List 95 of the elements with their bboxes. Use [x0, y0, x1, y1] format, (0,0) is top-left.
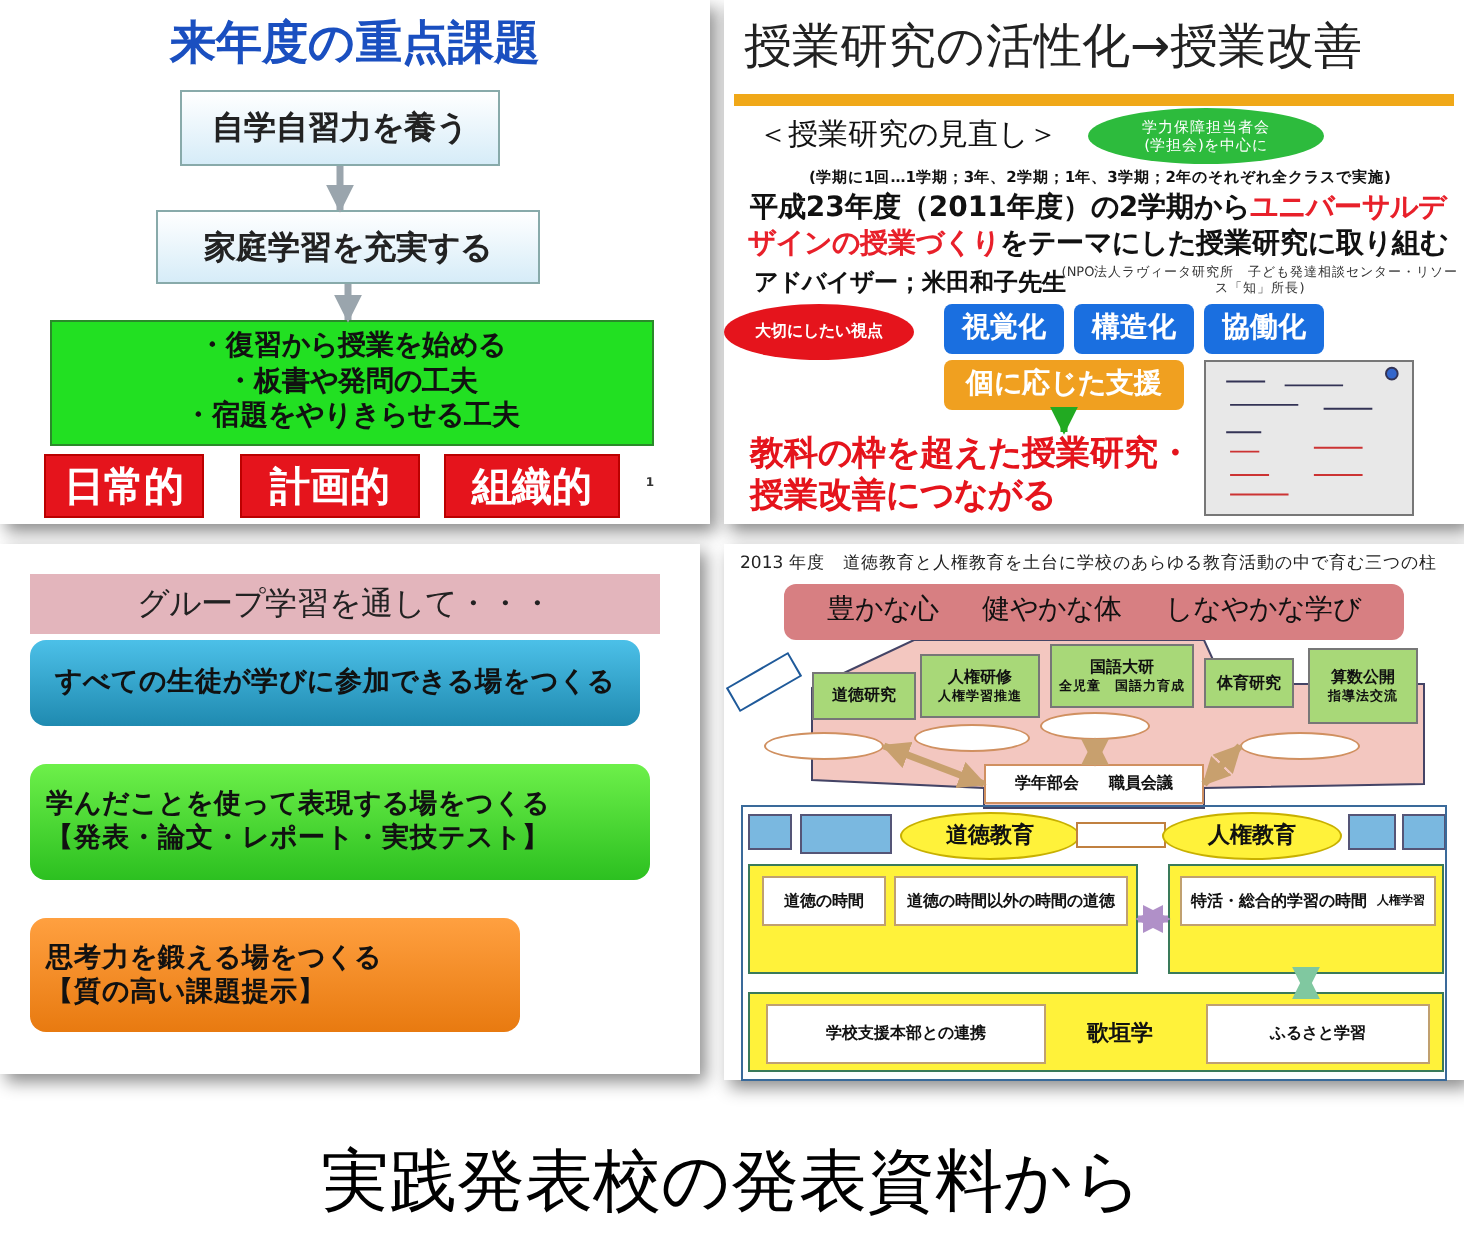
- slide-panel: [0, 0, 710, 524]
- box-text: 思考力を鍛える場をつくる: [46, 941, 382, 975]
- box-text: 構造化: [1092, 311, 1176, 347]
- slide-title: 2013 年度 道徳教育と人権教育を土台に学校のあらゆる教育活動の中で育む三つの柱: [740, 554, 1439, 576]
- keyword-box: [44, 454, 204, 518]
- box-text: ふるさと学習: [1270, 1024, 1366, 1044]
- box-text: 道徳研究: [832, 686, 896, 706]
- keyword-box: [240, 454, 420, 518]
- panel: [1168, 864, 1444, 974]
- note-text: 平成23年度（2011年度）の2学期からユニバーサルデザインの授業づくりをテーマにした授業研究に取り組む: [746, 190, 1450, 263]
- box-text: しなやかな学び: [1165, 594, 1361, 630]
- ellipse: [900, 812, 1080, 860]
- box-text: 健やかな体: [982, 594, 1122, 630]
- heading-band: [784, 584, 1404, 640]
- box-text: 【質の高い課題提示】: [46, 975, 326, 1009]
- whiteboard-photo: [1204, 360, 1414, 516]
- panel: [748, 992, 1444, 1072]
- note-ellipse: [724, 304, 914, 360]
- box-text: 人権教育: [1208, 822, 1296, 850]
- box-text: 大切にしたい視点: [755, 322, 883, 342]
- box: [766, 1004, 1046, 1064]
- arrow: [326, 166, 354, 213]
- box: [1180, 876, 1436, 926]
- box: [1050, 644, 1194, 708]
- box: [1348, 814, 1396, 850]
- ellipse: [1162, 812, 1342, 860]
- arrow: [1050, 406, 1078, 435]
- goal-box: [30, 640, 640, 726]
- box-text: 日常的: [64, 461, 184, 511]
- slide-panel: [0, 544, 700, 1074]
- box-text: 国語大研: [1090, 657, 1154, 678]
- box-text: すべての生徒が学びに参加できる場をつくる: [55, 666, 615, 700]
- heading-band: [30, 574, 660, 634]
- list-box: [50, 320, 654, 446]
- box: [920, 654, 1040, 718]
- box-text: 体育研究: [1217, 673, 1281, 693]
- box: [1206, 1004, 1430, 1064]
- slide-title: 授業研究の活性化→授業改善: [744, 16, 1365, 76]
- box-text: 道徳教育: [946, 822, 1034, 850]
- goal-box: [30, 764, 650, 880]
- box-text: ・宿題をやりきらせる工夫: [184, 400, 520, 436]
- arrow: [881, 741, 987, 789]
- box-text: 学校支援本部との連携: [826, 1024, 986, 1044]
- box-text: 家庭学習を充実する: [204, 227, 492, 267]
- box: [762, 876, 886, 926]
- box-text: グループ学習を通して・・・: [137, 584, 553, 624]
- box-text: 算数公開: [1331, 667, 1395, 688]
- keyword-box: [444, 454, 620, 518]
- box: [894, 876, 1128, 926]
- box-text: 道徳の時間以外の時間の道徳: [907, 891, 1115, 911]
- box-text: 豊かな心: [827, 594, 939, 630]
- slide-title: 来年度の重点課題: [167, 16, 542, 74]
- box-text: 人権研修: [948, 667, 1012, 688]
- arrow: [334, 284, 362, 323]
- process-box: [180, 90, 500, 166]
- box-text: ・復習から授業を始める: [198, 330, 506, 366]
- keyword-box: [944, 304, 1064, 354]
- box-text: 個に応じた支援: [966, 367, 1162, 403]
- caption: 実践発表校の発表資料から: [319, 1140, 1145, 1226]
- arrow: [1292, 966, 1320, 1000]
- box: [1076, 822, 1166, 848]
- box: [812, 672, 916, 720]
- box: [1204, 658, 1294, 708]
- box-text: 【発表・論文・レポート・実技テスト】: [46, 822, 550, 856]
- box-text: 教科の枠を超えた授業研究・授業改善につながる: [750, 433, 1194, 519]
- keyword-box: [1204, 304, 1324, 354]
- box-text: 道徳の時間: [784, 891, 864, 911]
- goal-box: [30, 918, 520, 1032]
- box-text: 学んだことを使って表現する場をつくる: [46, 788, 550, 822]
- arrow: [1081, 737, 1109, 767]
- keyword-box: [1074, 304, 1194, 354]
- box: [748, 814, 792, 850]
- box-text: 特活・総合的学習の時間: [1191, 891, 1368, 911]
- box-text: 計画的: [270, 461, 390, 511]
- box-text: 協働化: [1222, 311, 1306, 347]
- process-box: [156, 210, 540, 284]
- ellipse: [764, 732, 884, 760]
- arrow: [1201, 743, 1243, 787]
- arrow: [1135, 905, 1171, 933]
- box-text: 歌垣学: [1087, 1020, 1153, 1048]
- box-text: ・板書や発問の工夫: [226, 365, 478, 399]
- box: [1402, 814, 1446, 850]
- box-text: 組織的: [472, 461, 592, 511]
- slide-panel: [724, 0, 1464, 524]
- keyword-box: [944, 360, 1184, 410]
- box-text: 職員会議: [1108, 774, 1173, 794]
- box-text: 自学自習力を養う: [212, 108, 468, 148]
- slide-panel: [724, 544, 1464, 1080]
- box-text: 学年部会: [1015, 774, 1080, 794]
- box-text: 視覚化: [962, 311, 1046, 347]
- box: [800, 814, 892, 854]
- box: [1308, 648, 1418, 724]
- box: [984, 764, 1204, 804]
- note-text: ＜授業研究の見直し＞: [756, 116, 1060, 155]
- panel: [748, 864, 1138, 974]
